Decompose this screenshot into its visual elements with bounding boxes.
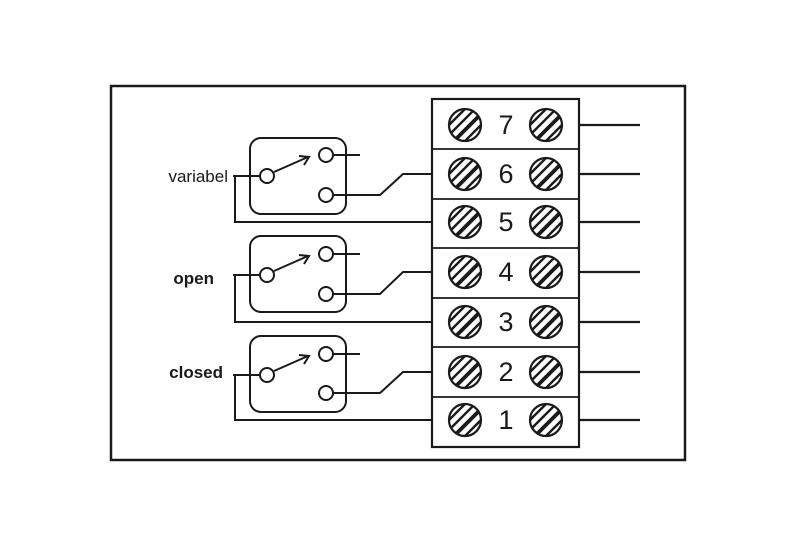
terminal-number-6: 6 bbox=[498, 159, 513, 189]
switch-lever bbox=[273, 355, 309, 372]
switch-contact-top bbox=[318, 346, 334, 362]
terminal-row-2: 2 bbox=[443, 350, 640, 398]
terminal-row-3: 3 bbox=[443, 300, 640, 348]
switch-contact-bottom bbox=[318, 187, 334, 203]
switch-contact-top bbox=[318, 246, 334, 262]
terminal-row-5: 5 bbox=[443, 200, 640, 248]
terminal-block: 7 6 5 4 3 bbox=[430, 97, 640, 449]
switch-common-contact bbox=[259, 168, 275, 184]
terminal-number-4: 4 bbox=[498, 257, 513, 287]
terminal-number-5: 5 bbox=[498, 207, 513, 237]
terminal-number-1: 1 bbox=[498, 405, 513, 435]
terminal-row-4: 4 bbox=[443, 250, 640, 298]
switch-label-closed: closed bbox=[169, 363, 223, 382]
terminal-row-1: 1 bbox=[443, 398, 640, 446]
switch-label-open: open bbox=[173, 269, 214, 288]
switch-open: open bbox=[173, 235, 432, 323]
common-wire-to-3 bbox=[234, 275, 432, 323]
switch-lever-tip bbox=[298, 155, 311, 166]
terminal-row-7: 7 bbox=[443, 103, 640, 151]
terminal-number-2: 2 bbox=[498, 357, 513, 387]
terminal-number-3: 3 bbox=[498, 307, 513, 337]
outer-frame bbox=[109, 84, 687, 462]
switch-lever bbox=[273, 255, 309, 272]
switch-label-variabel: variabel bbox=[168, 167, 228, 186]
terminal-row-6: 6 bbox=[443, 152, 640, 200]
switch-lever bbox=[273, 156, 309, 173]
common-wire-to-5 bbox=[234, 176, 432, 223]
contact-wire-to-6 bbox=[333, 173, 432, 196]
terminal-number-7: 7 bbox=[498, 110, 513, 140]
switch-contact-top bbox=[318, 147, 334, 163]
switch-contact-bottom bbox=[318, 286, 334, 302]
contact-wire-to-4 bbox=[333, 271, 432, 295]
switch-lever-tip bbox=[298, 254, 311, 265]
common-wire-to-1 bbox=[234, 375, 432, 421]
switch-common-contact bbox=[259, 367, 275, 383]
switch-common-contact bbox=[259, 267, 275, 283]
switch-variabel: variabel bbox=[168, 137, 432, 223]
switch-lever-tip bbox=[298, 354, 311, 365]
switch-contact-bottom bbox=[318, 385, 334, 401]
contact-wire-to-2 bbox=[333, 371, 432, 394]
switch-closed: closed bbox=[169, 335, 432, 421]
